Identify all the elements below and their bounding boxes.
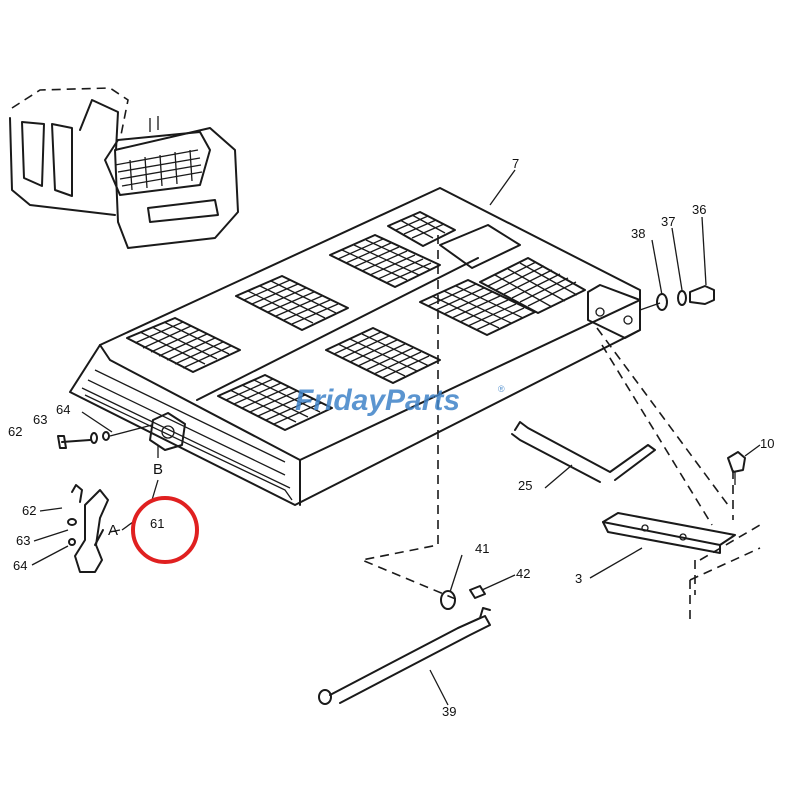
label-7: 7 — [512, 156, 519, 171]
release-rod-39 — [318, 607, 491, 705]
clip-42 — [469, 585, 486, 599]
label-B: B — [153, 461, 163, 478]
vent-grille-4 — [217, 374, 333, 431]
vent-grille-7 — [479, 257, 586, 314]
label-42: 42 — [516, 566, 530, 581]
label-25: 25 — [518, 478, 532, 493]
label-A: A — [108, 522, 118, 539]
bushing-41 — [440, 590, 456, 610]
label-37: 37 — [661, 214, 675, 229]
bracket-3 — [602, 512, 761, 620]
bolt-10 — [727, 451, 746, 485]
part-labels: 7 36 37 38 10 25 3 41 42 39 64 63 62 62 … — [8, 156, 774, 719]
watermark-registered: ® — [498, 384, 505, 394]
svg-text:FridayParts: FridayParts — [295, 384, 460, 417]
watermark-logo: FridayParts ® — [295, 384, 505, 417]
label-63-top: 63 — [33, 412, 47, 427]
highlight-circle — [131, 496, 199, 564]
hood-plate — [439, 224, 521, 269]
hood-seam — [196, 257, 479, 401]
label-64-top: 64 — [56, 402, 70, 417]
engine-cover-hatch — [114, 149, 203, 191]
label-62-top: 62 — [8, 424, 22, 439]
vent-grille-5 — [325, 327, 441, 384]
label-62-bottom: 62 — [22, 503, 36, 518]
label-41: 41 — [475, 541, 489, 556]
bolt-washer-group-right — [639, 285, 715, 311]
label-63-bottom: 63 — [16, 533, 30, 548]
support-rod-25 — [511, 421, 656, 483]
excavator-thumbnail — [9, 87, 239, 249]
leader-lines — [81, 169, 761, 706]
label-64-bottom: 64 — [13, 558, 27, 573]
vent-grille-8 — [387, 211, 456, 247]
watermark-text-2: Parts — [385, 384, 460, 417]
label-39: 39 — [442, 704, 456, 719]
hinge-bracket — [587, 284, 641, 339]
label-3: 3 — [575, 571, 582, 586]
assembly-lines — [359, 235, 734, 601]
label-36: 36 — [692, 202, 706, 217]
vent-grille-3 — [329, 234, 441, 288]
watermark-text-1: Friday — [295, 384, 386, 417]
latch-assembly-A — [67, 484, 109, 573]
label-10: 10 — [760, 436, 774, 451]
engine-hood-panel — [69, 187, 641, 506]
label-61: 61 — [150, 516, 164, 531]
leader-lines-lower — [31, 507, 121, 566]
vent-grille-1 — [126, 317, 241, 373]
vent-grille-2 — [235, 275, 349, 331]
front-latch — [149, 412, 186, 451]
label-38: 38 — [631, 226, 645, 241]
latch-bolt-group-top — [57, 424, 153, 449]
